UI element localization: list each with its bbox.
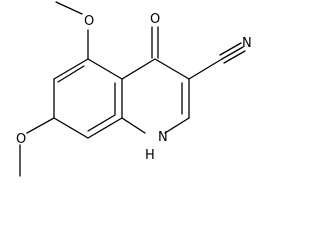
bond-c4-c3 (154, 58, 190, 80)
atom-o-methoxy7: O (16, 132, 26, 147)
bond-c8-c8a (87, 117, 123, 139)
bond-c2-n1 (164, 117, 190, 134)
atom-h-on-n: H (145, 148, 155, 163)
bond-c5-c6-double (57, 65, 85, 83)
bond-c8-c8a-double (87, 114, 116, 132)
bond-c4a-c5 (87, 58, 123, 80)
bond-c5-c6 (53, 58, 89, 80)
bond-c4a-c4 (121, 58, 156, 80)
bond-c7-o (26, 117, 55, 134)
bond-c3-cn (188, 58, 223, 80)
bond-o-ch3-5 (55, 1, 83, 15)
bond-c7-c8 (53, 117, 89, 139)
bond-n1-c8a (121, 117, 146, 134)
atom-n-nitrile: N (242, 36, 252, 51)
atom-n-ring: N (158, 130, 168, 145)
structure-canvas: O O O N N H (16, 1, 252, 177)
bond-c-n-triple-1 (221, 46, 244, 60)
bond-c-n-triple-3 (223, 50, 246, 64)
bond-c-n-triple-2 (219, 42, 242, 56)
atom-o-methoxy5: O (84, 14, 94, 29)
molecule-structure: O O O N N H (16, 1, 252, 177)
atom-o-carbonyl: O (150, 12, 160, 27)
